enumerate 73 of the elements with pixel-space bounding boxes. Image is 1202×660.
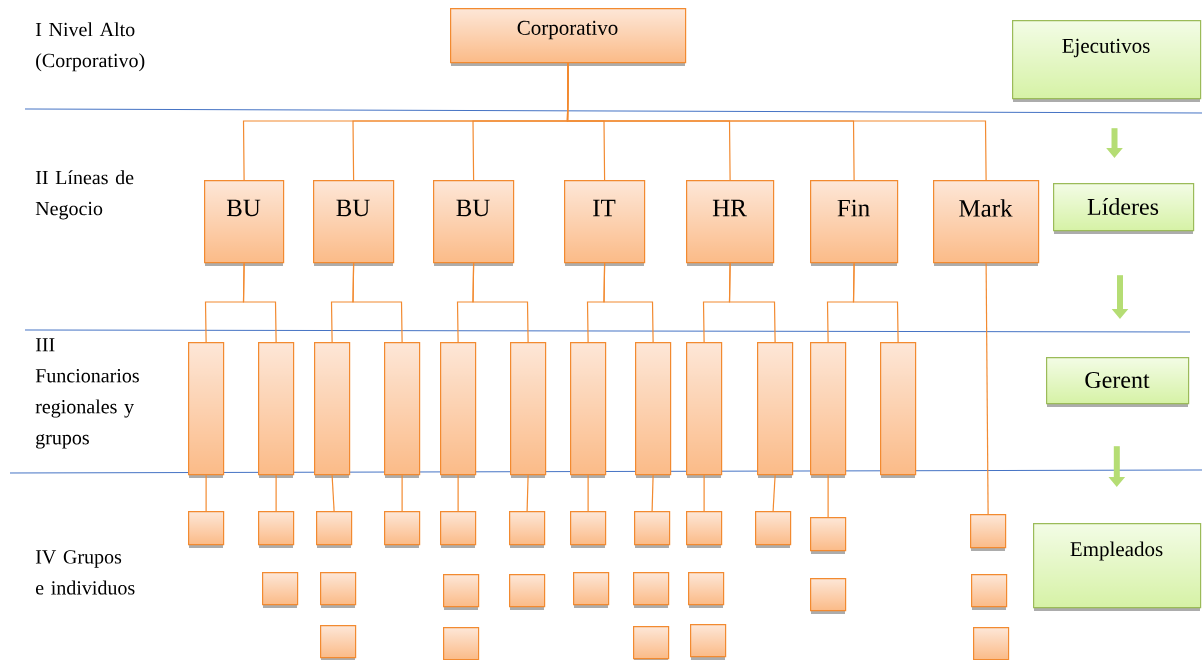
level-label: III Funcionarios regionales y grupos xyxy=(35,338,139,449)
connector-line xyxy=(242,262,277,343)
person-box xyxy=(443,574,480,610)
person-box xyxy=(188,511,225,548)
person-box xyxy=(686,511,723,548)
person-box xyxy=(316,511,353,548)
person-box xyxy=(810,517,847,554)
connector-line xyxy=(985,262,989,515)
connector-line xyxy=(526,474,529,512)
person-box xyxy=(573,572,610,608)
connector-line xyxy=(852,262,899,343)
connector-line xyxy=(587,474,589,512)
connector-line xyxy=(472,262,529,343)
level-label: II Líneas de Negocio xyxy=(35,170,134,220)
group-box xyxy=(258,342,295,478)
connector-line xyxy=(566,62,987,181)
group-box xyxy=(757,342,794,478)
connector-line xyxy=(703,474,705,512)
unit-box: BU xyxy=(313,180,395,266)
group-box xyxy=(570,342,607,478)
person-box xyxy=(755,511,792,548)
connector-line xyxy=(401,474,403,512)
person-box xyxy=(973,627,1010,660)
unit-box: BU xyxy=(433,180,515,266)
unit-box: BU xyxy=(204,180,285,266)
level-label: IV Grupos e individuos xyxy=(35,550,135,595)
person-box xyxy=(262,572,299,608)
connector-line xyxy=(457,474,459,512)
connector-line xyxy=(827,474,829,518)
person-box xyxy=(971,574,1008,610)
group-box xyxy=(440,342,477,478)
connector-line xyxy=(331,474,335,512)
group-box xyxy=(384,342,421,478)
connector-line xyxy=(651,474,654,512)
person-box xyxy=(690,624,727,660)
group-box xyxy=(188,342,225,478)
connector-line xyxy=(275,474,277,512)
level-box: Líderes xyxy=(1053,183,1195,234)
person-box xyxy=(570,511,607,548)
group-box xyxy=(635,342,672,478)
group-box xyxy=(880,342,917,478)
group-box xyxy=(510,342,547,478)
group-box xyxy=(314,342,351,478)
person-box xyxy=(634,511,671,548)
group-box xyxy=(686,342,723,478)
level-box: Empleados xyxy=(1033,523,1202,611)
unit-box: IT xyxy=(564,180,646,266)
group-box xyxy=(810,342,847,478)
level-box: Ejecutivos xyxy=(1012,20,1202,102)
unit-box: Mark xyxy=(933,180,1040,266)
person-box xyxy=(688,572,725,608)
person-box xyxy=(440,511,477,548)
unit-box: Corporativo xyxy=(450,8,687,66)
person-box xyxy=(810,578,847,614)
person-box xyxy=(970,514,1007,551)
level-label: I Nivel Alto (Corporativo) xyxy=(35,22,145,72)
person-box xyxy=(509,574,546,610)
person-box xyxy=(633,572,670,608)
unit-box: Fin xyxy=(810,180,899,266)
person-box xyxy=(258,511,295,548)
connector-line xyxy=(772,474,776,512)
person-box xyxy=(384,511,421,548)
connector-line xyxy=(352,262,403,343)
connector-line xyxy=(205,474,207,512)
level-box: Gerent xyxy=(1046,357,1190,407)
person-box xyxy=(509,511,546,548)
person-box xyxy=(320,572,357,608)
person-box xyxy=(443,627,480,660)
unit-box: HR xyxy=(686,180,775,266)
connector-line xyxy=(728,262,776,343)
person-box xyxy=(320,625,357,660)
connector-line xyxy=(603,262,654,343)
person-box xyxy=(633,626,670,660)
